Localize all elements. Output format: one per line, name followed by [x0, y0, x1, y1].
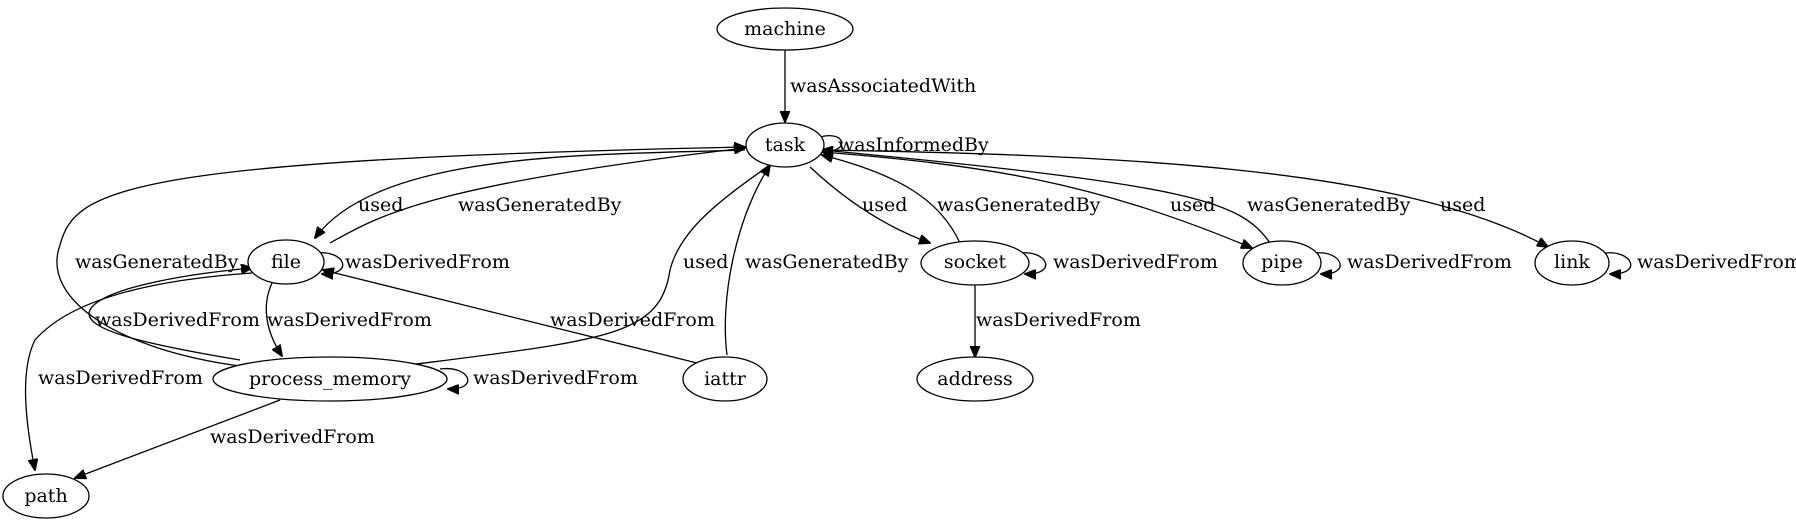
edge-pipe-task: wasGeneratedBy	[822, 150, 1411, 244]
edge-process-memory-task: wasGeneratedBy	[56, 147, 745, 367]
edge-file-file: wasDerivedFrom	[316, 251, 510, 274]
node-path[interactable]: path	[2, 473, 90, 519]
edge-label: wasDerivedFrom	[473, 367, 638, 389]
edge-label: used	[358, 194, 403, 216]
edge-link-link: wasDerivedFrom	[1604, 251, 1796, 274]
node-label: task	[765, 134, 806, 156]
edge-file-process-memory: wasDerivedFrom	[265, 282, 432, 356]
node-label: iattr	[704, 368, 747, 390]
edge-label: used	[683, 251, 728, 273]
edge-iattr-task: wasGeneratedBy	[724, 165, 909, 356]
node-shape	[716, 7, 854, 51]
node-task[interactable]: task	[745, 122, 825, 168]
edge-label: wasGeneratedBy	[937, 194, 1101, 216]
node-shape	[1242, 240, 1322, 286]
edge-label: wasDerivedFrom	[1053, 251, 1218, 273]
edge-socket-address: wasDerivedFrom	[975, 285, 1141, 357]
edge-label: wasDerivedFrom	[550, 309, 715, 331]
node-iattr[interactable]: iattr	[682, 356, 768, 402]
node-shape	[1534, 240, 1610, 286]
node-shape	[247, 239, 325, 285]
edge-label: wasInformedBy	[838, 134, 989, 156]
node-shape	[212, 356, 448, 402]
edge-label: wasGeneratedBy	[458, 194, 622, 216]
edge-socket-task: wasGeneratedBy	[822, 155, 1101, 244]
edge-socket-socket: wasDerivedFrom	[1019, 251, 1218, 274]
edge-task-file-used: used	[315, 149, 746, 238]
node-label: machine	[744, 18, 826, 40]
edge-label: wasDerivedFrom	[1637, 251, 1796, 273]
edge-label: wasDerivedFrom	[345, 251, 510, 273]
edge-label: wasDerivedFrom	[267, 309, 432, 331]
edge-task-link: used	[822, 149, 1548, 247]
edge-label: wasGeneratedBy	[745, 251, 909, 273]
edge-label: wasGeneratedBy	[1247, 194, 1411, 216]
edge-label: wasDerivedFrom	[210, 426, 375, 448]
node-label: address	[937, 368, 1012, 390]
node-shape	[745, 122, 825, 168]
edge-label: wasGeneratedBy	[75, 251, 239, 273]
edge-label: wasDerivedFrom	[95, 309, 260, 331]
node-link[interactable]: link	[1534, 240, 1610, 286]
edge-process-memory-path: wasDerivedFrom	[75, 399, 375, 478]
edge-label: used	[1440, 194, 1485, 216]
edge-file-path: wasDerivedFrom	[24, 272, 253, 470]
node-shape	[2, 473, 90, 519]
node-address[interactable]: address	[916, 356, 1034, 402]
edge-label: wasDerivedFrom	[976, 309, 1141, 331]
edge-pipe-pipe: wasDerivedFrom	[1314, 251, 1512, 274]
node-machine[interactable]: machine	[716, 7, 854, 51]
node-shape	[920, 240, 1030, 286]
edge-machine-task: wasAssociatedWith	[785, 50, 976, 122]
nodes: machine task file socket pipe link proce…	[2, 7, 1610, 519]
node-shape	[916, 356, 1034, 402]
node-shape	[682, 356, 768, 402]
edge-label: wasDerivedFrom	[1347, 251, 1512, 273]
node-pipe[interactable]: pipe	[1242, 240, 1322, 286]
node-label: socket	[944, 251, 1007, 273]
node-process-memory[interactable]: process_memory	[212, 356, 448, 402]
edge-file-task-generated: wasGeneratedBy	[329, 148, 745, 244]
node-label: file	[271, 251, 301, 273]
edge-task-pipe: used	[822, 151, 1252, 248]
edge-label: used	[1170, 194, 1215, 216]
node-label: process_memory	[249, 368, 411, 390]
edge-iattr-file: wasDerivedFrom	[323, 270, 715, 366]
edge-task-process-memory: used	[370, 164, 771, 370]
edges: wasAssociatedWith wasInformedBy used was…	[24, 50, 1796, 478]
edge-task-socket: used	[809, 166, 930, 243]
node-label: link	[1554, 251, 1590, 273]
node-file[interactable]: file	[247, 239, 325, 285]
edge-label: wasDerivedFrom	[38, 367, 203, 389]
edge-process-memory-process-memory: wasDerivedFrom	[439, 367, 638, 389]
edge-process-memory-file: wasDerivedFrom	[88, 268, 260, 361]
node-label: path	[24, 485, 67, 507]
node-socket[interactable]: socket	[920, 240, 1030, 286]
edge-label: used	[862, 194, 907, 216]
edge-label: wasAssociatedWith	[790, 75, 976, 97]
node-label: pipe	[1261, 251, 1303, 273]
